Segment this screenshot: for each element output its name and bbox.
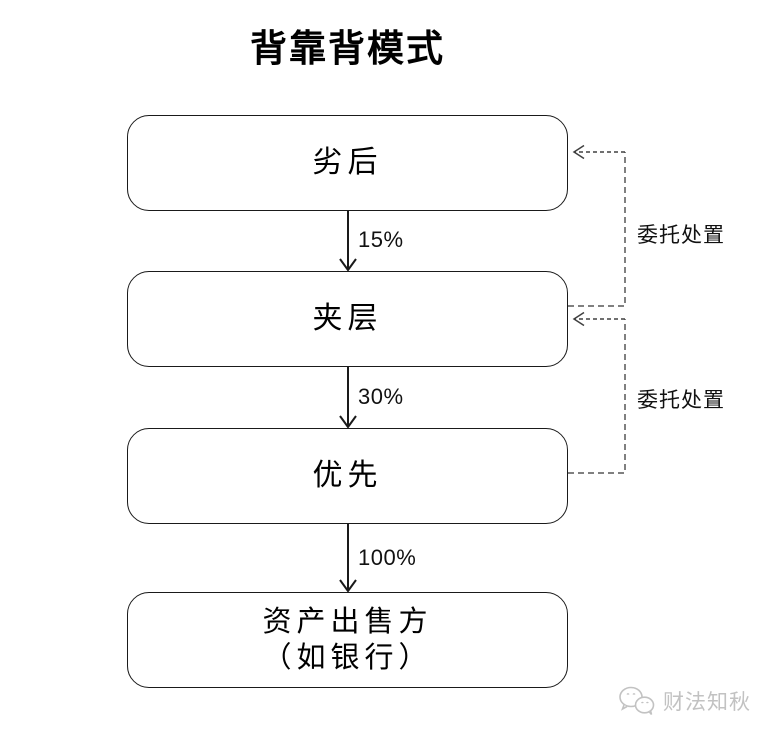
flow-percent-label-30: 30% xyxy=(358,384,404,409)
entrust-link-mezzanine-to-subordinated xyxy=(568,144,626,307)
node-label: 优先 xyxy=(312,459,383,493)
watermark-text: 财法知秋 xyxy=(663,691,751,714)
arrow-head-left-icon xyxy=(572,144,585,160)
flow-percent-label-100: 100% xyxy=(358,545,417,570)
arrow-head-down-icon xyxy=(339,415,357,429)
flow-arrow-mezzanine-to-senior xyxy=(339,367,357,429)
watermark: 财法知秋 xyxy=(618,686,751,716)
node-senior: 优先 xyxy=(127,428,568,524)
entrust-label-top: 委托处置 xyxy=(637,223,725,247)
arrow-head-down-icon xyxy=(339,258,357,272)
flow-arrow-subordinated-to-mezzanine xyxy=(339,211,357,272)
node-subordinated: 劣后 xyxy=(127,115,568,211)
node-label: 资产出售方 xyxy=(262,605,433,638)
arrow-head-left-icon xyxy=(572,311,585,327)
node-mezzanine: 夹层 xyxy=(127,271,568,367)
diagram-title: 背靠背模式 xyxy=(250,28,445,69)
dashed-elbow xyxy=(568,152,626,307)
node-label: 夹层 xyxy=(312,302,383,336)
flow-percent-label-15: 15% xyxy=(358,227,404,252)
entrust-label-bottom: 委托处置 xyxy=(637,388,725,412)
arrow-head-down-icon xyxy=(339,579,357,593)
dashed-elbow xyxy=(568,319,626,474)
node-sublabel: （如银行） xyxy=(262,642,433,674)
wechat-icon xyxy=(619,686,655,716)
flow-arrow-senior-to-seller xyxy=(339,524,357,593)
node-asset-seller: 资产出售方 （如银行） xyxy=(127,592,568,688)
node-label: 劣后 xyxy=(312,146,383,180)
entrust-link-senior-to-mezzanine xyxy=(568,311,626,474)
